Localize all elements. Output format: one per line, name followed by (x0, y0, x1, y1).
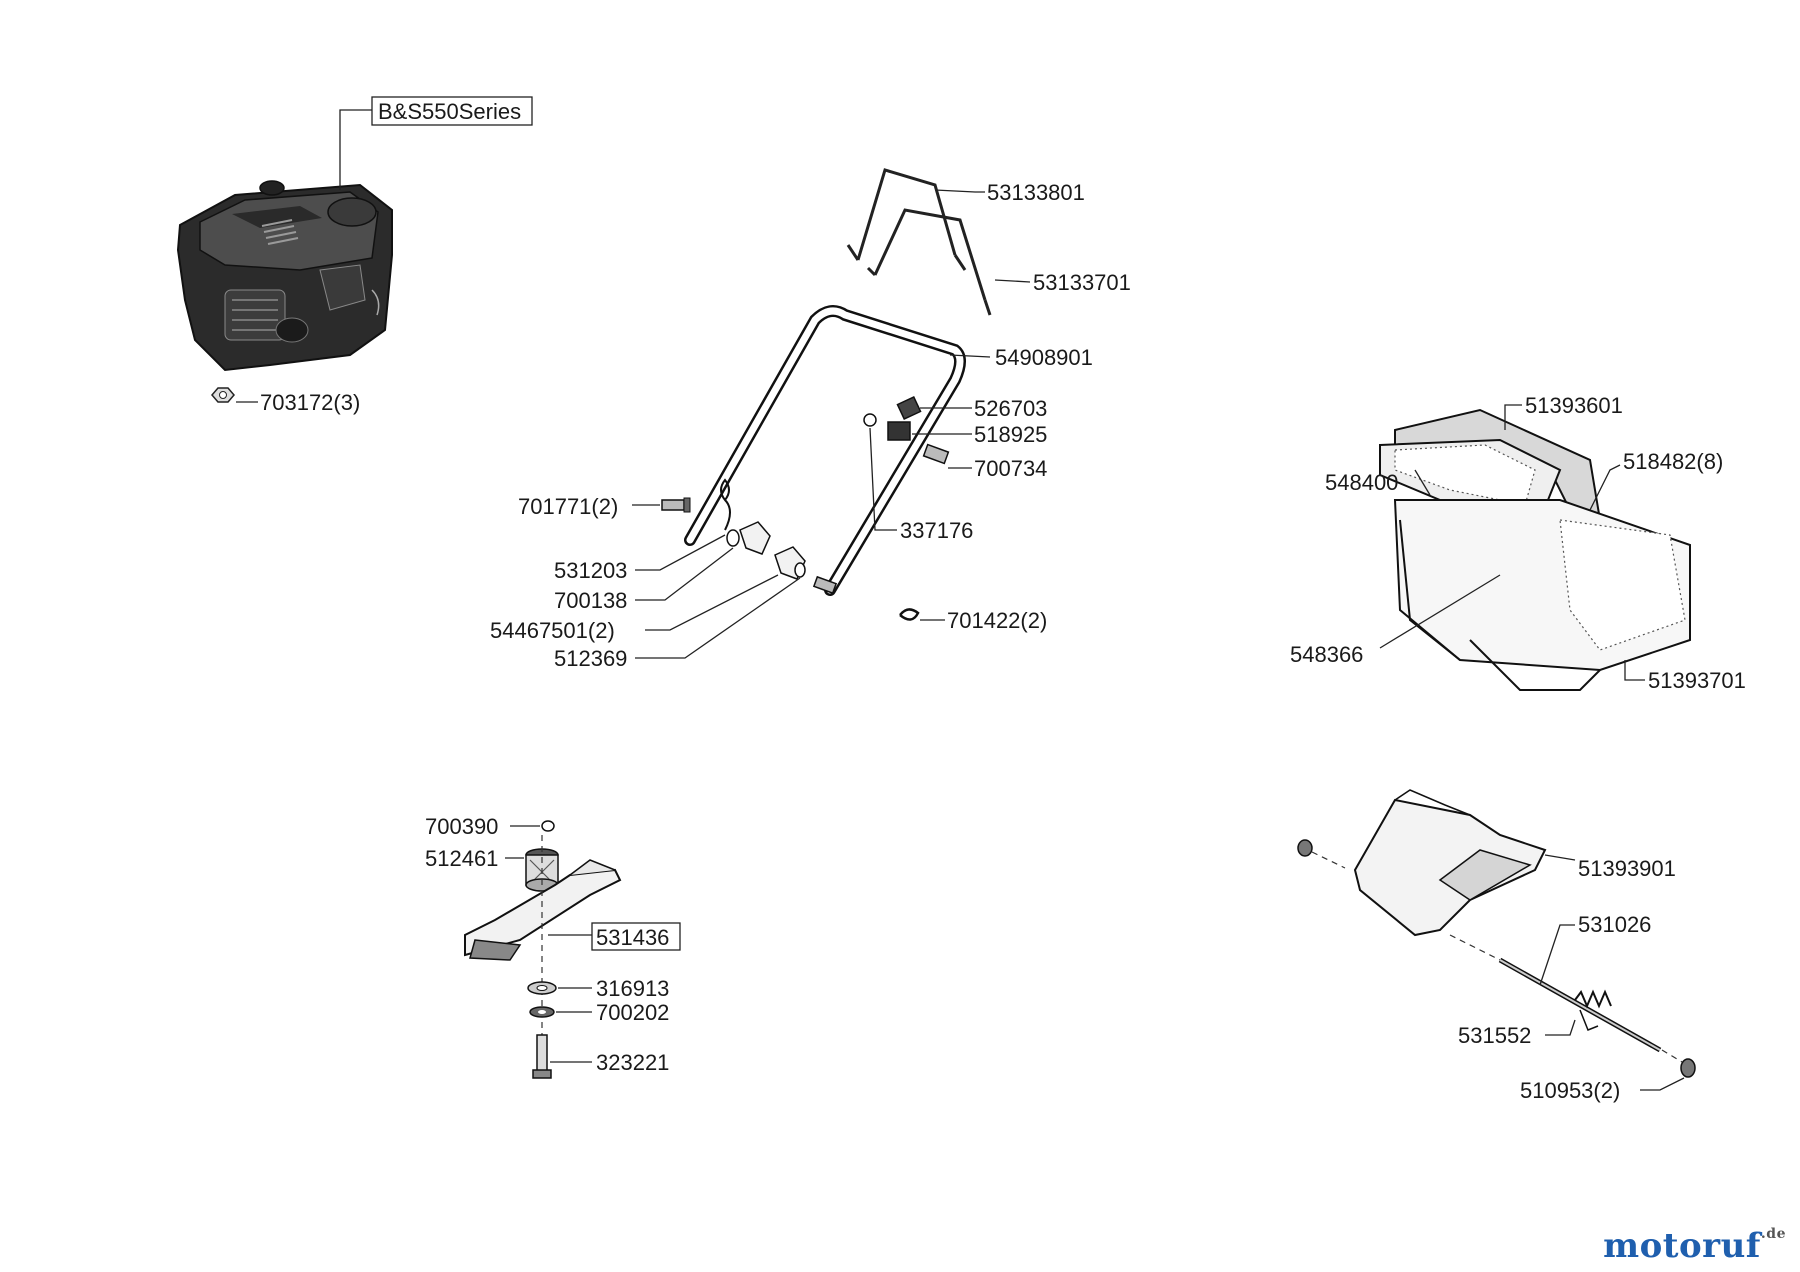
engine-drawing (176, 180, 393, 372)
clamp-518925-icon (887, 421, 911, 441)
rod-cap-right-icon (1680, 1058, 1696, 1078)
washer-700138-icon (726, 529, 740, 547)
callout-53133701: 53133701 (1033, 270, 1131, 295)
washer-316913-icon (527, 981, 557, 995)
callout-51393901: 51393901 (1578, 856, 1676, 881)
watermark-brand: motoruf (1603, 1226, 1761, 1266)
rear-flap-drawing (1353, 789, 1547, 937)
lock-washer-700202-icon (529, 1006, 555, 1018)
callout-54467501: 54467501(2) (490, 618, 615, 643)
bolt-lower-handle-icon (812, 575, 838, 595)
engine-label-box (371, 96, 533, 126)
callout-548366: 548366 (1290, 642, 1363, 667)
watermark-suffix: .de (1760, 1226, 1786, 1242)
washer-512369-icon (794, 562, 806, 578)
callout-701422: 701422(2) (947, 608, 1047, 633)
callout-337176: 337176 (900, 518, 973, 543)
callout-703172: 703172(3) (260, 390, 360, 415)
rod-cap-left-icon (1297, 839, 1313, 857)
callout-700390: 700390 (425, 814, 498, 839)
callout-518482: 518482(8) (1623, 449, 1723, 474)
callout-531026: 531026 (1578, 912, 1651, 937)
engine-label: B&S550Series (378, 99, 521, 124)
callout-316913: 316913 (596, 976, 669, 1001)
callout-53133801: 53133801 (987, 180, 1085, 205)
callout-526703: 526703 (974, 396, 1047, 421)
pin-337176-icon (863, 413, 877, 427)
bolt-cap-700390-icon (541, 820, 555, 832)
upper-handle-53133701 (866, 208, 992, 316)
callout-510953: 510953(2) (1520, 1078, 1620, 1103)
blade-label-box (591, 922, 681, 951)
callout-512369: 512369 (554, 646, 627, 671)
watermark-logo: motoruf.de (1603, 1226, 1786, 1266)
callout-700734: 700734 (974, 456, 1047, 481)
callout-531436: 531436 (596, 925, 669, 950)
bolt-323221-icon (532, 1034, 552, 1079)
callout-701771: 701771(2) (518, 494, 618, 519)
upper-handle-53133801 (846, 168, 967, 271)
callout-512461: 512461 (425, 846, 498, 871)
callout-51393701: 51393701 (1648, 668, 1746, 693)
callout-531552: 531552 (1458, 1023, 1531, 1048)
bolt-701771-icon (661, 497, 691, 513)
spring-531203-icon (720, 478, 731, 531)
lower-handle-54908901 (684, 305, 966, 596)
flap-rod-531026-icon (1498, 957, 1662, 1053)
callout-518925: 518925 (974, 422, 1047, 447)
engine-leader (339, 109, 372, 190)
callout-700138: 700138 (554, 588, 627, 613)
callout-531203: 531203 (554, 558, 627, 583)
callout-54908901: 54908901 (995, 345, 1093, 370)
callout-700202: 700202 (596, 1000, 669, 1025)
callout-323221: 323221 (596, 1050, 669, 1075)
knob-526703-icon (896, 395, 922, 421)
callout-51393601: 51393601 (1525, 393, 1623, 418)
callout-548400: 548400 (1325, 470, 1398, 495)
engine-nut-icon (211, 387, 235, 403)
clip-701422-icon (899, 608, 920, 621)
grass-catcher-drawing (1379, 408, 1691, 691)
bolt-700734-icon (922, 443, 950, 465)
